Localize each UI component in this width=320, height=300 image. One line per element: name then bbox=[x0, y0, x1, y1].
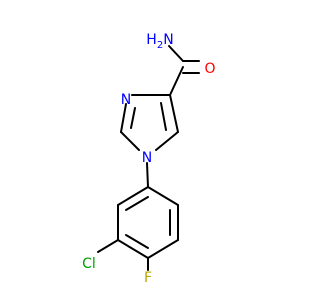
bond-ar-6 bbox=[117, 186, 149, 206]
bond-c4-c5-b bbox=[160, 102, 167, 131]
bond-c2-n3-b bbox=[130, 107, 136, 129]
bond-ar-1 bbox=[147, 186, 179, 206]
bond-n1-c2 bbox=[120, 131, 140, 151]
fluorine-label: F bbox=[144, 270, 152, 286]
molecule-structure: H2N O N N Cl F bbox=[82, 32, 215, 286]
bond-c4-c5-a bbox=[169, 94, 179, 133]
bond-c5-n1 bbox=[155, 131, 179, 151]
ring-n1-label: N bbox=[142, 150, 152, 166]
amide-n-label: H2N bbox=[146, 32, 173, 51]
amide-h-label: H bbox=[146, 32, 157, 48]
bond-c4-c-amide bbox=[169, 66, 184, 96]
amide-o-label: O bbox=[204, 61, 215, 77]
bond-ar-4 bbox=[117, 239, 149, 259]
chlorine-label: Cl bbox=[82, 256, 96, 272]
ring-n3-label: N bbox=[121, 92, 131, 108]
bond-ar-inner-1 bbox=[125, 196, 149, 211]
bond-n1-phenyl bbox=[146, 162, 149, 188]
amide-n-symbol: N bbox=[163, 32, 173, 48]
amide-h-count: 2 bbox=[157, 40, 163, 51]
bond-ar-inner-3 bbox=[125, 234, 149, 249]
bond-c2-n3-a bbox=[120, 103, 127, 133]
bond-ar-3 bbox=[147, 239, 179, 259]
bond-c-nh2 bbox=[168, 45, 184, 62]
bond-c-cl bbox=[97, 239, 119, 253]
